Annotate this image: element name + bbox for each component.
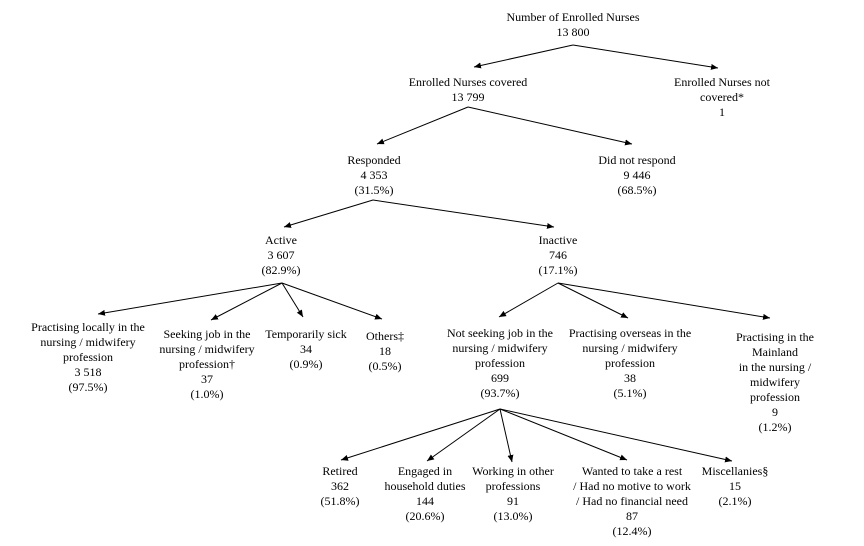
arrow-active-others — [281, 282, 383, 320]
node-temporarily-sick: Temporarily sick 34 (0.9%) — [265, 327, 347, 371]
node-inactive: Inactive 746 (17.1%) — [538, 233, 578, 277]
arrow-inactive-overseas — [557, 282, 629, 319]
arrow-root-covered — [473, 44, 574, 69]
node-did-not-respond: Did not respond 9 446 (68.5%) — [598, 153, 676, 197]
node-household-duties: Engaged in household duties 144 (20.6%) — [384, 464, 466, 523]
arrow-notseeking-other-professions — [499, 408, 514, 463]
arrow-notseeking-household — [426, 408, 501, 462]
arrow-notseeking-retired — [340, 408, 501, 461]
arrow-inactive-not-seeking — [498, 282, 559, 318]
arrow-active-seeking-job — [210, 282, 283, 321]
node-seeking-job: Seeking job in the nursing / midwifery p… — [159, 327, 255, 401]
node-others: Others‡ 18 (0.5%) — [366, 329, 404, 373]
arrow-notseeking-wanted-rest — [499, 408, 628, 461]
node-miscellanies: Miscellanies§ 15 (2.1%) — [701, 464, 769, 508]
node-active: Active 3 607 (82.9%) — [261, 233, 301, 277]
arrow-notseeking-miscellanies — [499, 408, 733, 463]
node-enrolled-not-covered: Enrolled Nurses not covered* 1 — [674, 75, 770, 119]
arrow-root-not-covered — [572, 44, 719, 70]
node-wanted-rest: Wanted to take a rest / Had no motive to… — [573, 464, 691, 538]
arrow-active-practising-locally — [97, 282, 283, 316]
node-not-seeking-job: Not seeking job in the nursing / midwife… — [447, 326, 553, 400]
arrow-responded-inactive — [372, 199, 555, 229]
node-enrolled-nurses-total: Number of Enrolled Nurses 13 800 — [506, 10, 640, 39]
arrow-inactive-mainland — [557, 282, 771, 320]
arrow-covered-did-not-respond — [467, 106, 633, 146]
node-practising-mainland: Practising in the Mainland in the nursin… — [736, 330, 814, 434]
node-other-professions: Working in other professions 91 (13.0%) — [472, 464, 554, 523]
arrow-responded-active — [283, 199, 374, 228]
arrow-active-temporarily-sick — [281, 282, 304, 318]
node-responded: Responded 4 353 (31.5%) — [347, 153, 401, 197]
node-practising-overseas: Practising overseas in the nursing / mid… — [568, 326, 692, 400]
node-enrolled-covered: Enrolled Nurses covered 13 799 — [408, 75, 528, 104]
node-practising-locally: Practising locally in the nursing / midw… — [31, 320, 145, 394]
arrow-covered-responded — [376, 106, 469, 145]
node-retired: Retired 362 (51.8%) — [320, 464, 360, 508]
